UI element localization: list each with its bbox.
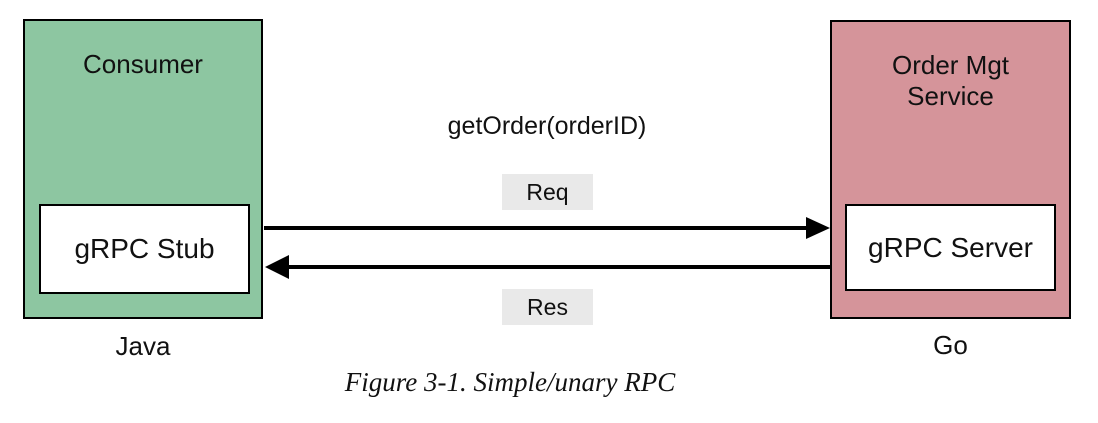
method-call-label: getOrder(orderID) bbox=[447, 112, 647, 140]
consumer-title: Consumer bbox=[83, 49, 203, 79]
grpc-stub-label: gRPC Stub bbox=[74, 233, 215, 264]
grpc-stub-box: gRPC Stub bbox=[39, 204, 250, 294]
grpc-server-label: gRPC Server bbox=[868, 231, 1033, 263]
grpc-server-box: gRPC Server bbox=[845, 204, 1056, 291]
response-arrowhead-icon bbox=[265, 255, 289, 279]
request-arrowhead-icon bbox=[806, 217, 830, 239]
request-badge: Req bbox=[502, 174, 593, 210]
service-title: Order Mgt Service bbox=[891, 50, 1010, 111]
figure-caption: Figure 3-1. Simple/unary RPC bbox=[344, 367, 676, 397]
consumer-node: Consumer gRPC Stub bbox=[23, 19, 263, 319]
response-badge: Res bbox=[502, 289, 593, 325]
service-node: Order Mgt Service gRPC Server bbox=[830, 20, 1071, 319]
consumer-language-label: Java bbox=[115, 331, 171, 361]
service-language-label: Go bbox=[933, 330, 968, 360]
